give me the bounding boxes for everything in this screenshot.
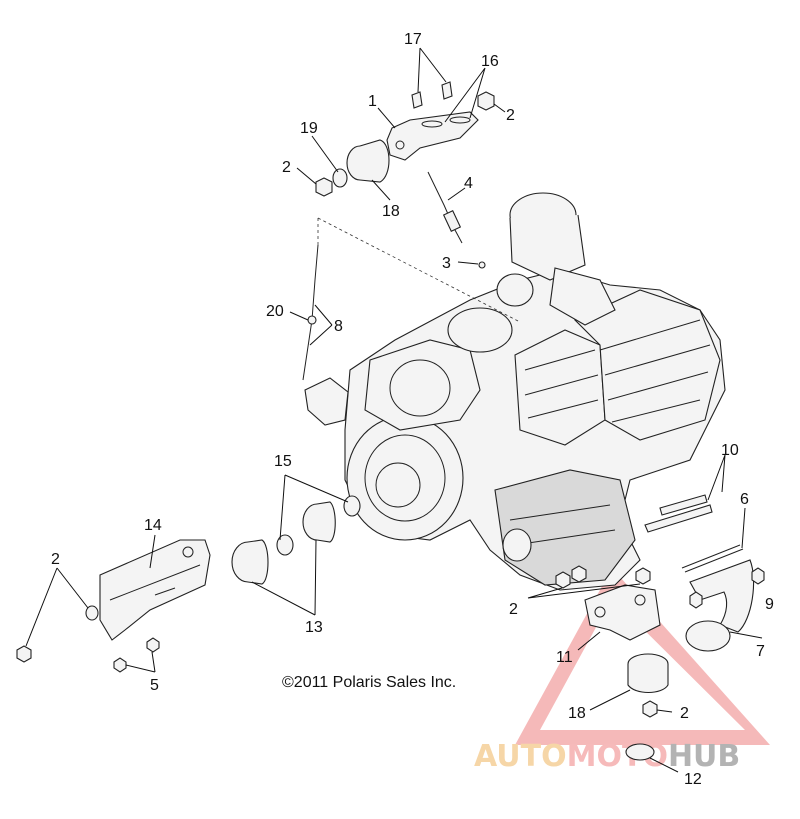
callout-4: 4 bbox=[464, 175, 473, 192]
callout-2-left: 2 bbox=[282, 159, 291, 176]
nut-2-group-a bbox=[555, 571, 571, 589]
nut-lower bbox=[642, 700, 658, 718]
watermark-auto: AUTO bbox=[474, 739, 567, 774]
throttle-body bbox=[509, 214, 586, 281]
nut-9b bbox=[689, 591, 703, 609]
callout-18-lower: 18 bbox=[568, 705, 586, 722]
washer-19 bbox=[332, 168, 348, 188]
engine-assembly bbox=[304, 192, 726, 591]
oil-filter bbox=[502, 528, 532, 562]
callout-11: 11 bbox=[556, 649, 573, 666]
callout-14: 14 bbox=[144, 517, 162, 534]
left-bracket bbox=[99, 539, 211, 641]
callout-19: 19 bbox=[300, 120, 318, 137]
nut-2-group-b bbox=[571, 565, 587, 583]
clutch-housing bbox=[364, 339, 481, 431]
callout-2-group: 2 bbox=[509, 601, 518, 618]
crank-end bbox=[447, 307, 513, 353]
mount-13a bbox=[247, 539, 269, 585]
intake-manifold bbox=[549, 267, 616, 326]
svg-text:AUTOMOTOHUB: AUTOMOTOHUB bbox=[474, 739, 740, 774]
mount-13b bbox=[316, 501, 336, 543]
rubber-mount-top bbox=[359, 139, 390, 183]
left-washer bbox=[85, 605, 99, 621]
bolt-17b bbox=[441, 81, 453, 100]
callouts: 17 16 1 2 19 2 18 4 3 20 8 15 14 10 6 2 … bbox=[51, 31, 774, 788]
left-nut bbox=[16, 645, 32, 663]
bolt-10a bbox=[644, 504, 713, 533]
callout-16: 16 bbox=[481, 53, 499, 70]
bolt-17a bbox=[411, 91, 423, 109]
callout-1: 1 bbox=[368, 93, 377, 110]
callout-20: 20 bbox=[266, 303, 284, 320]
top-bracket bbox=[386, 111, 479, 161]
callout-5: 5 bbox=[150, 677, 159, 694]
fitting-3 bbox=[478, 261, 486, 269]
washer-12 bbox=[625, 743, 655, 761]
bolt-10b bbox=[659, 494, 708, 516]
callout-15: 15 bbox=[274, 453, 292, 470]
nut-5a bbox=[146, 637, 160, 653]
clip-20 bbox=[307, 315, 317, 325]
intake-boot bbox=[496, 273, 534, 307]
washer-15a bbox=[276, 534, 294, 556]
callout-2-lower: 2 bbox=[680, 705, 689, 722]
rear-cylinder-head bbox=[574, 289, 721, 441]
callout-2-far-left: 2 bbox=[51, 551, 60, 568]
gasket-6 bbox=[681, 544, 744, 573]
callout-7: 7 bbox=[756, 643, 765, 660]
right-bracket bbox=[584, 584, 661, 641]
callout-9: 9 bbox=[765, 596, 774, 613]
nut-2-group-c bbox=[635, 567, 651, 585]
nut-5b bbox=[113, 657, 127, 673]
watermark-moto: MOTO bbox=[567, 739, 668, 774]
dipstick-rod bbox=[302, 244, 319, 381]
nut-left-top bbox=[315, 177, 333, 197]
callout-6: 6 bbox=[740, 491, 749, 508]
callout-13: 13 bbox=[305, 619, 323, 636]
callout-18-top: 18 bbox=[382, 203, 400, 220]
left-mount-parts bbox=[16, 495, 361, 673]
callout-8: 8 bbox=[334, 318, 343, 335]
callout-3: 3 bbox=[442, 255, 451, 272]
nut-top bbox=[477, 91, 495, 111]
shift-arm bbox=[304, 377, 349, 426]
nut-9a bbox=[751, 567, 765, 585]
right-lower-parts bbox=[555, 494, 765, 761]
callout-17: 17 bbox=[404, 31, 422, 48]
copyright-text: ©2011 Polaris Sales Inc. bbox=[282, 674, 456, 691]
callout-2-top: 2 bbox=[506, 107, 515, 124]
leader-lines bbox=[25, 47, 763, 773]
callout-10: 10 bbox=[721, 442, 739, 459]
sensor-4 bbox=[427, 171, 463, 244]
rubber-mount-lower bbox=[627, 664, 669, 694]
exhaust-flange bbox=[685, 620, 731, 652]
watermark-hub: HUB bbox=[668, 739, 740, 774]
callout-12: 12 bbox=[684, 771, 702, 788]
top-mount-parts bbox=[302, 81, 521, 381]
washer-15b bbox=[343, 495, 361, 517]
gearbox bbox=[494, 469, 636, 586]
